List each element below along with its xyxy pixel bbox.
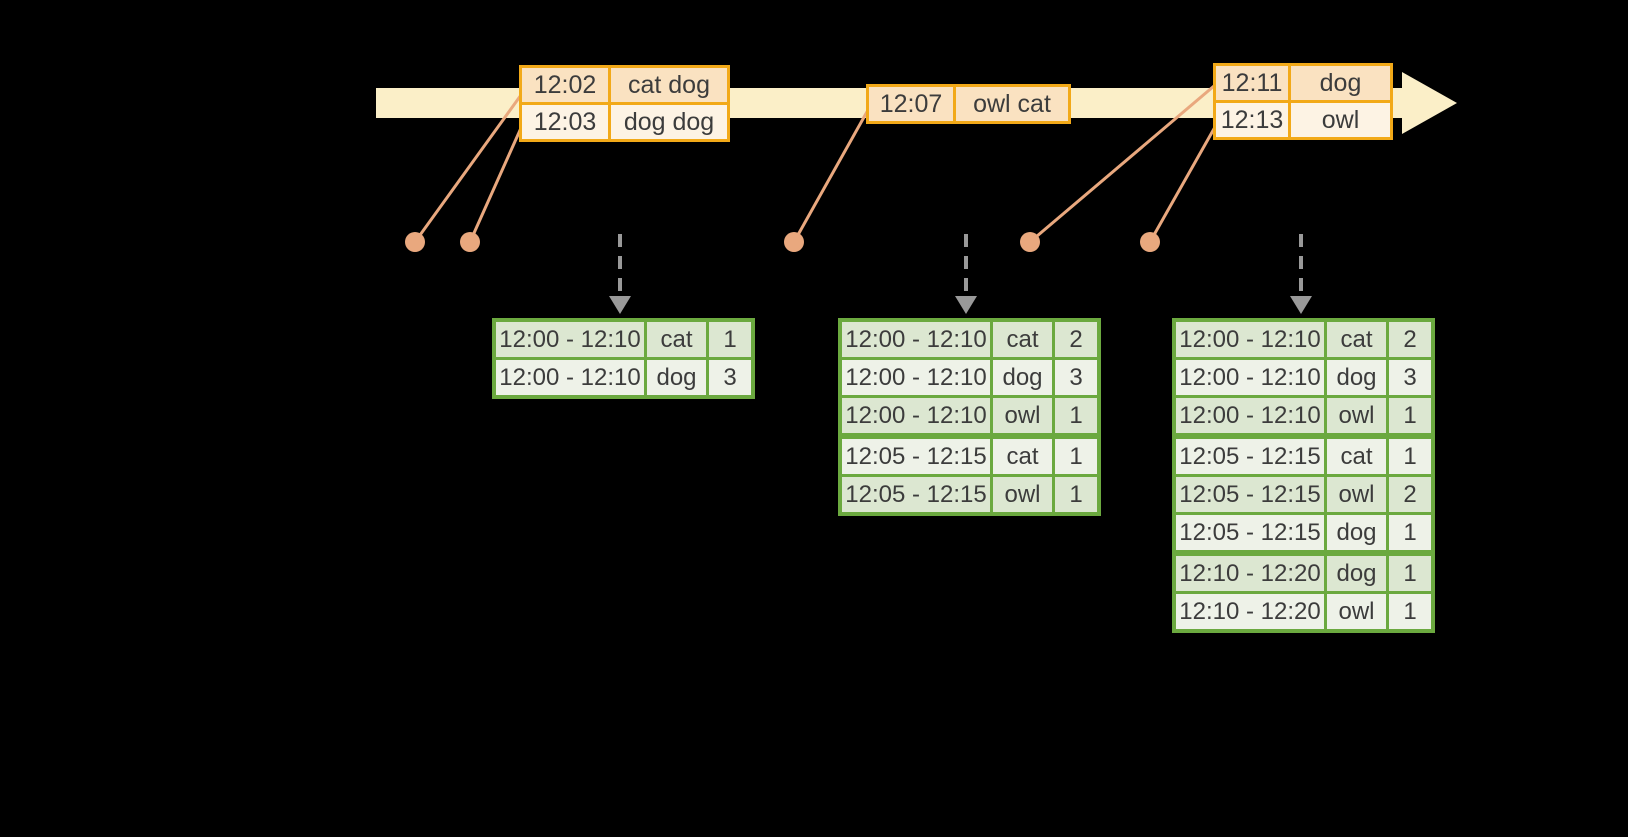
event-words-cell: cat dog bbox=[611, 68, 727, 102]
count-cell: 1 bbox=[1055, 439, 1097, 474]
result-row: 12:05 - 12:15 dog 1 bbox=[1176, 515, 1431, 550]
timeline-arrowhead-icon bbox=[1402, 72, 1457, 134]
window-cell: 12:10 - 12:20 bbox=[1176, 556, 1324, 591]
window-cell: 12:00 - 12:10 bbox=[496, 360, 644, 395]
word-cell: cat bbox=[1327, 322, 1386, 357]
event-dot bbox=[405, 232, 425, 252]
result-table: 12:00 - 12:10 cat 1 12:00 - 12:10 dog 3 bbox=[492, 318, 755, 399]
event-dot bbox=[1140, 232, 1160, 252]
event-words-cell: dog dog bbox=[611, 105, 727, 139]
word-cell: dog bbox=[1327, 515, 1386, 550]
count-cell: 1 bbox=[1389, 515, 1431, 550]
window-cell: 12:00 - 12:10 bbox=[1176, 360, 1324, 395]
count-cell: 2 bbox=[1055, 322, 1097, 357]
event-words-cell: dog bbox=[1291, 66, 1390, 100]
result-row: 12:05 - 12:15 cat 1 bbox=[1176, 439, 1431, 474]
connector-line bbox=[1029, 84, 1215, 244]
trigger-arrowhead-icon bbox=[955, 296, 977, 314]
event-row: 12:03 dog dog bbox=[522, 105, 727, 139]
count-cell: 1 bbox=[1389, 398, 1431, 433]
event-dot bbox=[784, 232, 804, 252]
word-cell: owl bbox=[1327, 398, 1386, 433]
count-cell: 1 bbox=[1389, 439, 1431, 474]
event-row: 12:11 dog bbox=[1216, 66, 1390, 100]
window-cell: 12:05 - 12:15 bbox=[1176, 439, 1324, 474]
event-words-cell: owl cat bbox=[956, 87, 1068, 121]
event-dot bbox=[460, 232, 480, 252]
count-cell: 2 bbox=[1389, 322, 1431, 357]
connector-line bbox=[468, 127, 523, 243]
window-cell: 12:05 - 12:15 bbox=[842, 477, 990, 512]
count-cell: 1 bbox=[1055, 398, 1097, 433]
word-cell: cat bbox=[647, 322, 706, 357]
result-row: 12:10 - 12:20 dog 1 bbox=[1176, 556, 1431, 591]
count-cell: 3 bbox=[1389, 360, 1431, 395]
result-row: 12:05 - 12:15 owl 2 bbox=[1176, 477, 1431, 512]
result-row: 12:00 - 12:10 cat 2 bbox=[842, 322, 1097, 357]
window-cell: 12:00 - 12:10 bbox=[1176, 398, 1324, 433]
count-cell: 1 bbox=[709, 322, 751, 357]
count-cell: 3 bbox=[1055, 360, 1097, 395]
window-cell: 12:05 - 12:15 bbox=[1176, 477, 1324, 512]
event-table: 12:11 dog 12:13 owl bbox=[1213, 63, 1393, 140]
window-cell: 12:10 - 12:20 bbox=[1176, 594, 1324, 629]
result-row: 12:00 - 12:10 dog 3 bbox=[842, 360, 1097, 395]
window-cell: 12:05 - 12:15 bbox=[1176, 515, 1324, 550]
count-cell: 2 bbox=[1389, 477, 1431, 512]
connector-line bbox=[792, 109, 870, 243]
count-cell: 1 bbox=[1389, 594, 1431, 629]
event-words-cell: owl bbox=[1291, 103, 1390, 137]
result-row: 12:05 - 12:15 cat 1 bbox=[842, 439, 1097, 474]
window-cell: 12:00 - 12:10 bbox=[842, 360, 990, 395]
word-cell: cat bbox=[993, 322, 1052, 357]
count-cell: 1 bbox=[1055, 477, 1097, 512]
result-row: 12:00 - 12:10 dog 3 bbox=[1176, 360, 1431, 395]
event-time-cell: 12:13 bbox=[1216, 103, 1288, 137]
count-cell: 1 bbox=[1389, 556, 1431, 591]
word-cell: cat bbox=[1327, 439, 1386, 474]
event-table: 12:02 cat dog 12:03 dog dog bbox=[519, 65, 730, 142]
word-cell: dog bbox=[993, 360, 1052, 395]
result-row: 12:10 - 12:20 owl 1 bbox=[1176, 594, 1431, 629]
connector-line bbox=[413, 94, 523, 243]
word-cell: owl bbox=[1327, 477, 1386, 512]
result-row: 12:00 - 12:10 owl 1 bbox=[1176, 398, 1431, 433]
word-cell: owl bbox=[1327, 594, 1386, 629]
trigger-arrowhead-icon bbox=[609, 296, 631, 314]
word-cell: owl bbox=[993, 477, 1052, 512]
result-row: 12:00 - 12:10 dog 3 bbox=[496, 360, 751, 395]
result-table: 12:00 - 12:10 cat 2 12:00 - 12:10 dog 3 … bbox=[838, 318, 1101, 516]
result-row: 12:05 - 12:15 owl 1 bbox=[842, 477, 1097, 512]
event-dot bbox=[1020, 232, 1040, 252]
event-time-cell: 12:07 bbox=[869, 87, 953, 121]
event-time-cell: 12:03 bbox=[522, 105, 608, 139]
word-cell: cat bbox=[993, 439, 1052, 474]
event-row: 12:07 owl cat bbox=[869, 87, 1068, 121]
word-cell: dog bbox=[1327, 556, 1386, 591]
word-cell: dog bbox=[1327, 360, 1386, 395]
word-cell: dog bbox=[647, 360, 706, 395]
window-cell: 12:00 - 12:10 bbox=[496, 322, 644, 357]
result-table: 12:00 - 12:10 cat 2 12:00 - 12:10 dog 3 … bbox=[1172, 318, 1435, 633]
window-cell: 12:05 - 12:15 bbox=[842, 439, 990, 474]
window-cell: 12:00 - 12:10 bbox=[1176, 322, 1324, 357]
result-row: 12:00 - 12:10 owl 1 bbox=[842, 398, 1097, 433]
event-row: 12:02 cat dog bbox=[522, 68, 727, 102]
result-row: 12:00 - 12:10 cat 1 bbox=[496, 322, 751, 357]
connector-line bbox=[1148, 126, 1217, 243]
word-cell: owl bbox=[993, 398, 1052, 433]
window-cell: 12:00 - 12:10 bbox=[842, 398, 990, 433]
count-cell: 3 bbox=[709, 360, 751, 395]
result-row: 12:00 - 12:10 cat 2 bbox=[1176, 322, 1431, 357]
window-cell: 12:00 - 12:10 bbox=[842, 322, 990, 357]
event-table: 12:07 owl cat bbox=[866, 84, 1071, 124]
event-time-cell: 12:11 bbox=[1216, 66, 1288, 100]
trigger-arrowhead-icon bbox=[1290, 296, 1312, 314]
event-time-cell: 12:02 bbox=[522, 68, 608, 102]
event-row: 12:13 owl bbox=[1216, 103, 1390, 137]
